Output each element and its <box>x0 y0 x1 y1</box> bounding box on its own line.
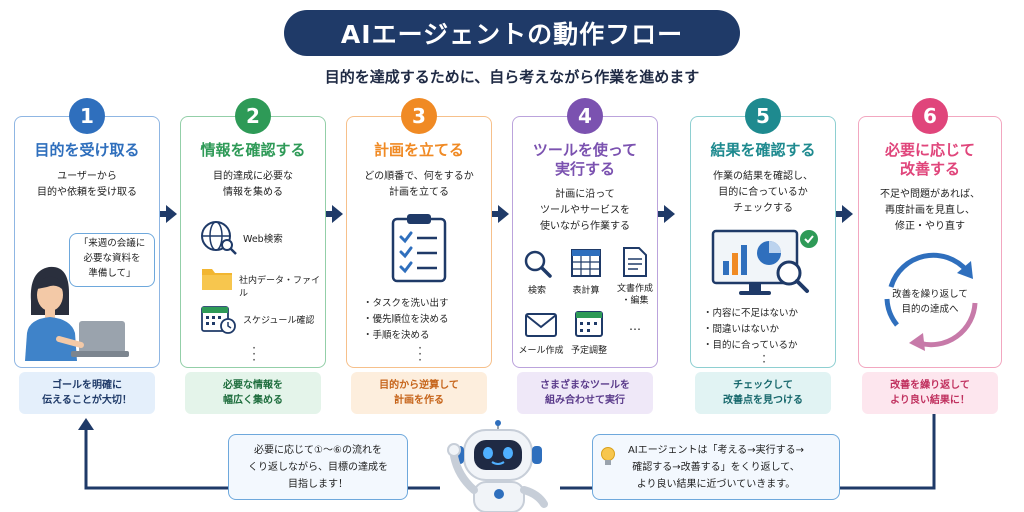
magnifier-icon <box>524 250 552 278</box>
step-4-title: ツールを使って 実行する <box>532 141 638 178</box>
step-3-item-2: ・優先順位を決める <box>363 314 449 325</box>
step-1-tip: ゴールを明確に 伝えることが大切！ <box>19 372 155 414</box>
lightbulb-icon <box>601 447 615 465</box>
mail-icon <box>525 313 557 337</box>
step-1-quote-bubble: 「来週の会議に 必要な資料を 準備して」 <box>69 233 155 287</box>
step-4-number: 4 <box>567 98 603 134</box>
summary-bubble: AIエージェントは「考える→実行する→ 確認する→改善する」をくり返して、 より… <box>592 434 840 500</box>
step-6-title: 必要に応じて 改善する <box>884 141 975 178</box>
step-5-number: 5 <box>745 98 781 134</box>
step-6-number: 6 <box>912 98 948 134</box>
calendar-icon <box>575 311 603 337</box>
step-3-item-3: ・手順を決める <box>363 330 430 341</box>
step-card-1: 目的を受け取る ユーザーから 目的や依頼を受け取る 「来週の会議に 必要な資料を… <box>14 116 160 368</box>
globe-search-icon <box>201 221 237 255</box>
page-subtitle: 目的を達成するために、自ら考えながら作業を進めます <box>324 68 700 86</box>
step-2-number: 2 <box>235 98 271 134</box>
step-3-description: どの順番で、何をするか 計画を立てる <box>364 171 474 198</box>
flow-arrow-2 <box>326 205 343 223</box>
step-5-description: 作業の結果を確認し、 目的に合っているか チェックする <box>713 171 813 214</box>
spreadsheet-icon <box>571 249 601 277</box>
loop-note-bubble: 必要に応じて①〜⑥の流れを くり返しながら、目標の達成を 目指します！ <box>228 434 408 500</box>
page-title: AIエージェントの動作フロー <box>284 10 740 56</box>
step-1-description: ユーザーから 目的や依頼を受け取る <box>37 171 137 198</box>
step-2-item-internal-data: 社内データ・ファイル <box>239 276 321 299</box>
tool-label-more: … <box>629 319 641 333</box>
step-4-description: 計画に沿って ツールやサービスを 使いながら作業する <box>540 189 630 232</box>
flow-arrow-1 <box>160 205 177 223</box>
clipboard-checklist-icon <box>391 214 447 283</box>
tool-label-search: 検索 <box>527 286 546 296</box>
step-3-item-1: ・タスクを洗い出す <box>363 298 449 309</box>
flow-arrow-4 <box>658 205 675 223</box>
step-3-number: 3 <box>401 98 437 134</box>
step-2-title: 情報を確認する <box>200 141 306 159</box>
tool-label-document: 文書作成 ・編集 <box>616 284 653 306</box>
step-card-4: ツールを使って 実行する 計画に沿って ツールやサービスを 使いながら作業する … <box>512 116 658 368</box>
step-card-2: 情報を確認する 目的達成に必要な 情報を集める Web検索 社内データ・ファイル… <box>180 116 326 368</box>
step-5-item-1: ・内容に不足はないか <box>703 308 799 319</box>
step-2-item-schedule: スケジュール確認 <box>243 316 315 326</box>
step-6-description: 不足や問題があれば、 再度計画を見直し、 修正・やり直す <box>880 189 980 232</box>
step-5-item-3: ・目的に合っているか <box>703 340 798 351</box>
step-card-5: 結果を確認する 作業の結果を確認し、 目的に合っているか チェックする ・内容に… <box>690 116 836 368</box>
step-3-title: 計画を立てる <box>373 141 464 159</box>
step-6-cycle-text: 改善を繰り返して 目的の達成へ <box>892 289 968 315</box>
step-6-tip: 改善を繰り返して より良い結果に！ <box>862 372 998 414</box>
flow-arrow-5 <box>836 205 853 223</box>
step-2-description: 目的達成に必要な 情報を集める <box>213 171 293 198</box>
woman-laptop-icon <box>25 266 129 361</box>
document-icon <box>623 247 647 277</box>
step-3-more-dots: ··· <box>418 341 422 367</box>
step-4-tip: さまざまなツールを 組み合わせて実行 <box>517 372 653 414</box>
tool-label-mail: メール作成 <box>518 346 564 356</box>
step-5-tip: チェックして 改善点を見つける <box>695 372 831 414</box>
folder-icon <box>202 269 232 290</box>
step-5-more-dots: ·· <box>762 349 766 369</box>
step-1-number: 1 <box>69 98 105 134</box>
step-2-tip: 必要な情報を 幅広く集める <box>185 372 321 414</box>
step-5-item-2: ・間違いはないか <box>703 324 780 335</box>
step-card-6: 必要に応じて 改善する 不足や問題があれば、 再度計画を見直し、 修正・やり直す… <box>858 116 1002 368</box>
cycle-arrows-icon <box>884 252 978 351</box>
tool-label-spreadsheet: 表計算 <box>572 286 600 296</box>
calendar-icon <box>201 306 236 334</box>
step-3-tip: 目的から逆算して 計画を作る <box>351 372 487 414</box>
step-1-title: 目的を受け取る <box>34 141 140 159</box>
flow-arrow-3 <box>492 205 509 223</box>
robot-icon <box>447 420 548 512</box>
tool-label-schedule: 予定調整 <box>570 346 607 356</box>
step-5-title: 結果を確認する <box>710 141 816 159</box>
step-2-more-dots: ··· <box>252 341 256 367</box>
step-2-item-web-search: Web検索 <box>243 234 283 245</box>
step-card-3: 計画を立てる どの順番で、何をするか 計画を立てる ・タスクを洗い出す ・優先順… <box>346 116 492 368</box>
monitor-chart-icon <box>711 229 818 295</box>
